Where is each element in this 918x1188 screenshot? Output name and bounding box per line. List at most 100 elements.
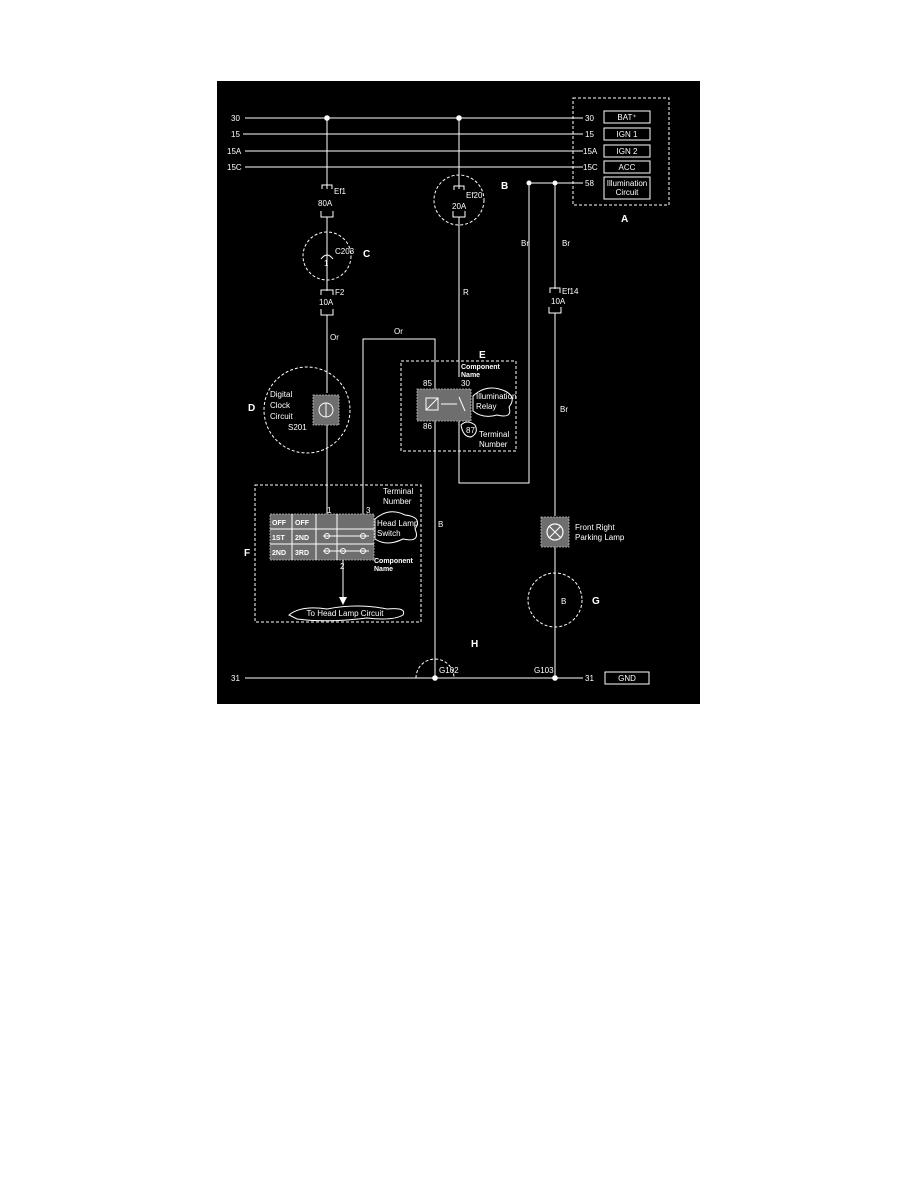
- clock-label-line2: Clock: [270, 401, 291, 410]
- wiring-diagram-canvas: 30 15 15A 15C 30 15 15A 15C 58 BAT⁺ IGN …: [227, 97, 670, 685]
- relay-name-line1: Illumination: [476, 392, 516, 401]
- wire-color-or-top: Or: [394, 327, 403, 336]
- relay-pin-85: 85: [423, 379, 432, 388]
- wire-color-br-3: Br: [560, 405, 568, 414]
- fuse-ef20-callout: [433, 174, 485, 226]
- switch-row1-a: OFF: [272, 520, 287, 527]
- bus-label-right-15: 15: [585, 130, 594, 139]
- bus-label-right-15a: 15A: [583, 147, 598, 156]
- clock-splice: S201: [288, 423, 307, 432]
- relay-header-line2: Name: [461, 372, 480, 379]
- clock-label-line1: Digital: [270, 390, 292, 399]
- switch-row3-b: 3RD: [295, 550, 309, 557]
- bus-label-right-58: 58: [585, 179, 594, 188]
- fuse-f2-rating: 10A: [319, 298, 334, 307]
- ground-g102-label: G102: [439, 666, 459, 675]
- legend-bat: BAT⁺: [617, 113, 636, 122]
- switch-pin-3: 3: [366, 506, 371, 515]
- relay-pin-86: 86: [423, 422, 432, 431]
- switch-row3-a: 2ND: [272, 550, 286, 557]
- fuse-ef1-top: [321, 184, 333, 189]
- relay-contact: [441, 396, 466, 412]
- bus-label-left-15c: 15C: [227, 163, 242, 172]
- arrow-down-icon: [339, 597, 347, 605]
- legend-illum-line1: Illumination: [607, 179, 647, 188]
- switch-contact-2: [360, 533, 366, 539]
- wire-relay-87-return: [458, 183, 530, 484]
- wire-color-r: R: [463, 288, 469, 297]
- bus-label-right-30: 30: [585, 114, 594, 123]
- relay-name-cloud: [472, 387, 513, 417]
- wire-color-b-g: B: [561, 597, 566, 606]
- lamp-icon: [546, 523, 564, 541]
- callout-b: B: [501, 181, 508, 192]
- relay-pin-87: 87: [466, 426, 475, 435]
- wire-color-br-1: Br: [521, 239, 529, 248]
- switch-contact-4: [340, 548, 346, 554]
- legend-gnd-box: [604, 671, 650, 685]
- switch-contact-5: [360, 548, 366, 554]
- callout-h: H: [471, 639, 478, 650]
- switch-table: [269, 513, 375, 561]
- legend-bat-box: [603, 110, 651, 124]
- switch-contact-1: [324, 533, 330, 539]
- wire-color-br-2: Br: [562, 239, 570, 248]
- bus-label-left-15: 15: [231, 130, 240, 139]
- bus-label-left-30: 30: [231, 114, 240, 123]
- ground-g102-splice: [432, 675, 438, 681]
- fuse-ef20-rating: 20A: [452, 202, 467, 211]
- ground-label-right: 31: [585, 674, 594, 683]
- relay-coil: [425, 397, 439, 411]
- callout-c: C: [363, 249, 370, 260]
- callout-g: G: [592, 596, 600, 607]
- fuse-ef20-top: [453, 185, 465, 190]
- switch-to-circuit: To Head Lamp Circuit: [307, 609, 385, 618]
- ground-h-callout: [415, 658, 455, 679]
- switch-row2-a: 1ST: [272, 535, 286, 542]
- legend-ign1: IGN 1: [617, 130, 638, 139]
- fuse-f2-top: [320, 289, 334, 295]
- lamp-label-line1: Front Right: [575, 523, 615, 532]
- legend-ign2: IGN 2: [617, 147, 638, 156]
- relay-name-line2: Relay: [476, 402, 496, 411]
- wire-or-switch-relay: [362, 338, 436, 517]
- callout-a: A: [621, 214, 628, 225]
- switch-name-cloud: [374, 511, 418, 544]
- legend-acc-box: [603, 160, 651, 174]
- relay-header-line1: Component: [461, 364, 501, 371]
- fuse-ef20-name: Ef20: [466, 191, 483, 200]
- switch-callout-box: [254, 484, 422, 623]
- switch-comp-line2: Name: [374, 566, 393, 573]
- clock-callout: [263, 366, 351, 454]
- fuse-ef1-rating: 80A: [318, 199, 333, 208]
- fuse-f2-name: F2: [335, 288, 345, 297]
- ground-g-callout: [527, 572, 583, 628]
- headlamp-circuit-cloud: [288, 605, 405, 622]
- switch-name-line1: Head Lamp: [377, 519, 419, 528]
- callout-e: E: [479, 350, 486, 361]
- switch-term-line1: Terminal: [383, 487, 413, 496]
- wiring-diagram: 30 15 15A 15C 30 15 15A 15C 58 BAT⁺ IGN …: [217, 81, 700, 704]
- relay-pin-87-cloud: [460, 421, 477, 438]
- fuse-ef1-bottom: [320, 211, 334, 259]
- relay-pin-30: 30: [461, 379, 470, 388]
- fuse-ef14-top: [549, 287, 561, 293]
- lamp-icon-cross: [548, 525, 562, 539]
- legend-illum-box: [603, 176, 651, 200]
- switch-row1-b: OFF: [295, 520, 310, 527]
- callout-d: D: [248, 403, 255, 414]
- callout-f: F: [244, 548, 250, 559]
- connector-c203-name: C203: [335, 247, 355, 256]
- wire-color-b-mid: B: [438, 520, 443, 529]
- bus-label-right-15c: 15C: [583, 163, 598, 172]
- switch-comp-line1: Component: [374, 558, 414, 565]
- legend-ign1-box: [603, 127, 651, 141]
- relay-term-line1: Terminal: [479, 430, 509, 439]
- fuse-ef14-rating: 10A: [551, 297, 566, 306]
- ground-g103-label: G103: [534, 666, 554, 675]
- switch-row2-b: 2ND: [295, 535, 309, 542]
- legend-ign2-box: [603, 144, 651, 158]
- bus-label-left-15a: 15A: [227, 147, 242, 156]
- legend-gnd: GND: [618, 674, 636, 683]
- switch-term-line2: Number: [383, 497, 412, 506]
